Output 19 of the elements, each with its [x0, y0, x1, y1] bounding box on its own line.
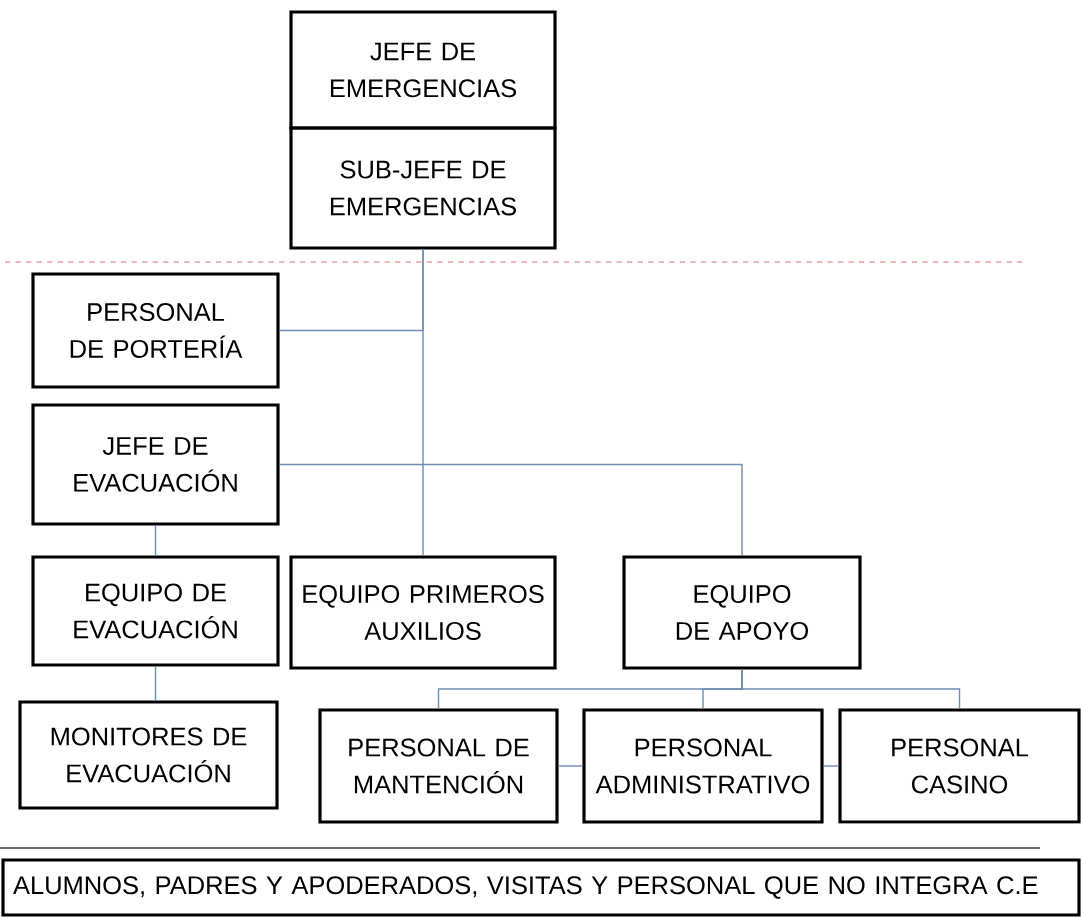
connector-line [278, 463, 743, 557]
org-box: SUB-JEFE DE EMERGENCIAS [289, 126, 557, 250]
org-box: PERSONAL DE MANTENCIÓN [318, 708, 559, 824]
org-box: ALUMNOS, PADRES Y APODERADOS, VISITAS Y PERSONAL QUE NO INTEGRA C.E [1, 858, 1081, 917]
connector-line [822, 765, 840, 767]
org-box: EQUIPO PRIMEROS AUXILIOS [289, 555, 557, 670]
org-box: PERSONAL DE PORTERÍA [31, 272, 280, 389]
org-box: PERSONAL CASINO [838, 708, 1081, 824]
org-box: MONITORES DE EVACUACIÓN [18, 700, 279, 810]
org-box: EQUIPO DE EVACUACIÓN [31, 555, 280, 667]
connector-line [154, 524, 157, 557]
connector-line [741, 668, 961, 710]
connector-line [154, 665, 157, 702]
connector-line [422, 248, 424, 557]
org-box: JEFE DE EMERGENCIAS [289, 10, 557, 130]
org-box: PERSONAL ADMINISTRATIVO [582, 708, 824, 824]
connector-line [557, 765, 584, 767]
org-box: EQUIPO DE APOYO [622, 555, 862, 670]
org-box: JEFE DE EVACUACIÓN [31, 403, 280, 526]
